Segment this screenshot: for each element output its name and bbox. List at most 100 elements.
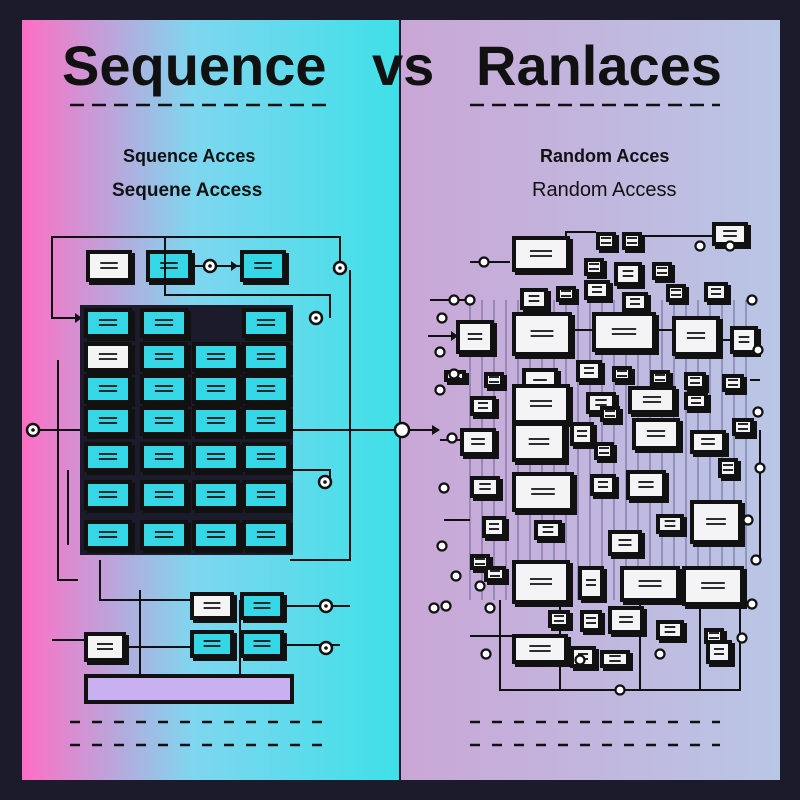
seq-block-low-2 <box>240 592 287 623</box>
rand-wire-10 <box>620 600 741 691</box>
block-face <box>708 632 720 640</box>
rand-block-1 <box>512 236 573 275</box>
rand-block-12 <box>704 282 731 305</box>
block-face <box>88 636 122 658</box>
rand-node-12 <box>474 580 486 592</box>
rand-node-1 <box>478 256 490 268</box>
seq-node-right-3-dot <box>323 480 327 484</box>
block-face <box>144 312 184 334</box>
rand-block-6 <box>614 262 645 289</box>
rand-node-28 <box>434 384 446 396</box>
rand-block-25 <box>684 372 709 393</box>
rand-block-11 <box>666 284 689 305</box>
rand-block-64 <box>706 640 735 667</box>
rand-node-15 <box>746 294 758 306</box>
left-heading-1: Squence Acces <box>123 146 256 166</box>
seq-block-top-3 <box>240 250 289 285</box>
seq-block-low-1 <box>190 592 237 623</box>
block-face <box>604 654 626 664</box>
seq-cell-r7-c1 <box>84 520 135 553</box>
block-face <box>88 378 128 400</box>
block-face <box>474 558 486 566</box>
block-face <box>736 422 750 432</box>
rand-node-18 <box>742 514 754 526</box>
block-face <box>144 346 184 368</box>
seq-wire-low-1 <box>99 560 190 601</box>
rand-block-47 <box>534 520 565 543</box>
rand-block-36 <box>632 418 683 453</box>
rand-node-3 <box>436 312 448 324</box>
rand-block-31 <box>684 392 711 413</box>
rand-block-3 <box>622 232 645 253</box>
block-face <box>654 374 666 382</box>
rand-node-22 <box>654 648 666 660</box>
block-face <box>604 410 616 418</box>
seq-cell-r1-c1 <box>84 308 135 341</box>
seq-node-top-dot <box>208 264 212 268</box>
rand-block-15 <box>512 312 575 359</box>
block-face <box>144 446 184 468</box>
seq-cell-r3-c1 <box>84 374 135 407</box>
block-face <box>246 312 286 334</box>
rand-block-44 <box>690 500 745 547</box>
title-vs: vs <box>372 34 435 97</box>
random-diagram <box>428 222 766 696</box>
block-face <box>636 422 676 446</box>
rand-node-26 <box>694 240 706 252</box>
block-face <box>656 266 668 276</box>
block-face <box>88 410 128 432</box>
seq-block-top-2 <box>146 250 195 285</box>
rand-block-52 <box>512 560 573 607</box>
seq-node-right-2-dot <box>314 316 318 320</box>
right-heading-2: Random Access <box>532 179 677 201</box>
block-face <box>88 346 128 368</box>
seq-cell-r2-c1 <box>84 342 135 375</box>
rand-block-55 <box>682 566 747 609</box>
rand-block-5 <box>584 258 607 279</box>
rand-block-58 <box>608 606 647 637</box>
block-face <box>196 484 236 506</box>
block-face <box>194 596 230 616</box>
block-face <box>552 614 566 624</box>
block-face <box>516 426 562 458</box>
block-face <box>722 462 734 474</box>
block-face <box>196 410 236 432</box>
rand-block-22 <box>576 360 605 385</box>
rand-block-24 <box>650 370 673 389</box>
block-face <box>670 288 682 298</box>
block-face <box>488 376 500 384</box>
rand-block-51 <box>484 566 509 585</box>
seq-node-low-2-dot <box>324 646 328 650</box>
rand-node-4 <box>448 368 460 380</box>
seq-bar-face <box>88 678 290 700</box>
rand-block-10 <box>622 292 651 315</box>
seq-cell-r6-c4 <box>242 480 293 513</box>
block-face <box>660 624 680 636</box>
seq-cell-r6-c3 <box>192 480 243 513</box>
right-heading-1: Random Acces <box>540 146 670 166</box>
block-face <box>612 534 638 552</box>
seq-cell-r3-c2 <box>140 374 191 407</box>
block-face <box>688 376 702 386</box>
block-face <box>246 524 286 546</box>
seq-block-top-1 <box>86 250 135 285</box>
block-face <box>196 446 236 468</box>
rand-block-23 <box>612 366 635 385</box>
title-right: Ranlaces <box>476 34 722 97</box>
rand-node-6 <box>446 432 458 444</box>
seq-cell-r6-c2 <box>140 480 191 513</box>
rand-block-54 <box>620 566 683 605</box>
seq-block-low-3 <box>190 630 237 661</box>
left-heading-2: Sequene Access <box>112 180 263 201</box>
block-face <box>618 266 638 282</box>
block-face <box>626 296 644 308</box>
rand-block-38 <box>732 418 757 439</box>
seq-wire-top <box>51 236 341 300</box>
block-face <box>726 378 740 388</box>
rand-block-8 <box>520 288 551 313</box>
seq-cell-r6-c1 <box>84 480 135 513</box>
block-face <box>596 316 652 348</box>
seq-cell-r4-c2 <box>140 406 191 439</box>
